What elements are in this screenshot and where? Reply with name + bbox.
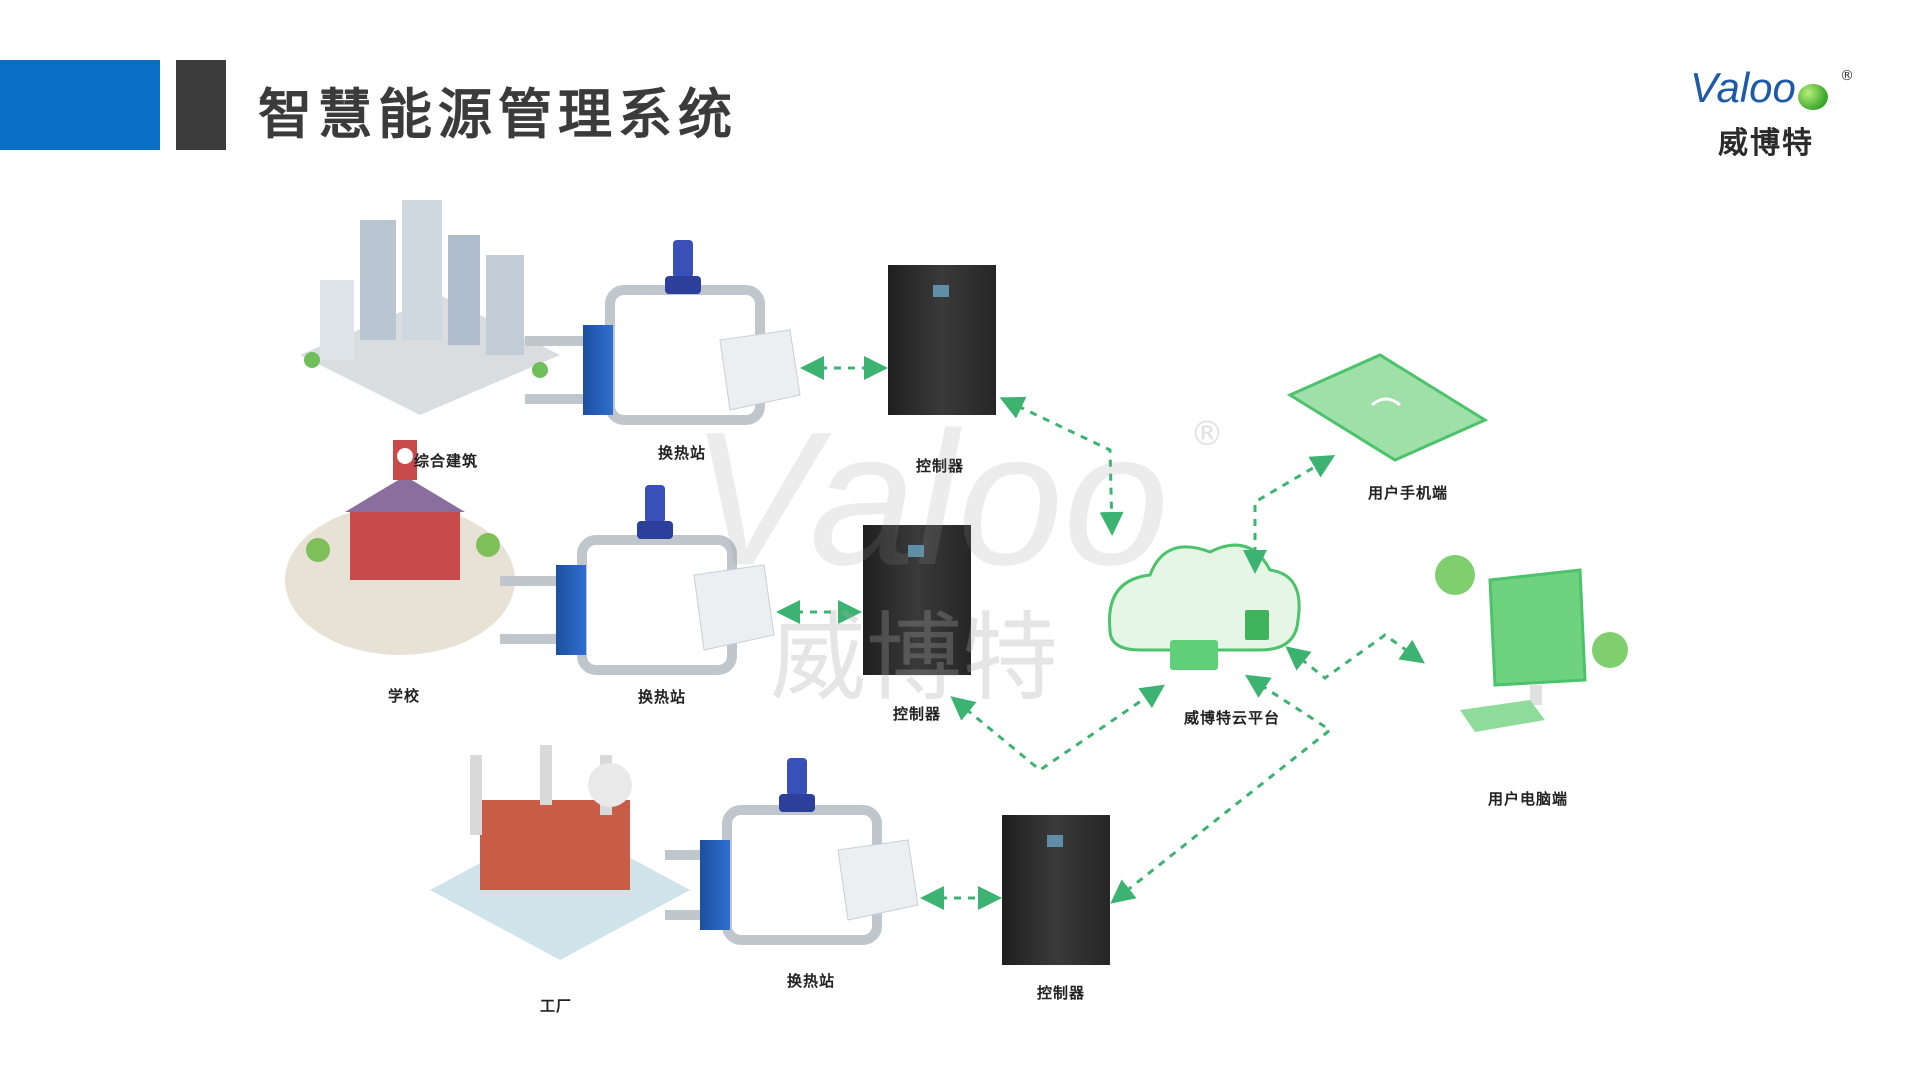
logo-wordmark: Valoo [1690, 64, 1796, 111]
logo-chinese-name: 威博特 [1718, 126, 1814, 161]
diagram-canvas [285, 200, 1628, 965]
plate-heat-exchanger [583, 325, 613, 415]
link-controller3-cloud [1110, 674, 1333, 904]
heat-exchange-loop-2 [500, 485, 775, 675]
link-cloud-pc [1285, 633, 1425, 680]
link-controller1-cloud [999, 396, 1124, 536]
rack-display [1047, 835, 1063, 847]
skyscraper-2 [402, 200, 442, 340]
site-label-factory: 工厂 [540, 997, 573, 1015]
pipe-outlet [500, 634, 560, 644]
monitor-stand [1530, 685, 1542, 705]
pump-motor [673, 240, 693, 278]
watermark-registered-mark: ® [1190, 414, 1224, 454]
pipe-inlet [525, 336, 585, 346]
user-mobile-device [1286, 353, 1489, 462]
pump-body [779, 794, 815, 812]
link-cloud-mobile [1243, 454, 1336, 574]
header-dark-bar [176, 60, 226, 150]
controller-label-3: 控制器 [1037, 984, 1086, 1002]
tree [532, 362, 548, 378]
tree [304, 352, 320, 368]
storage-tank [588, 763, 632, 807]
plant-icon [1435, 555, 1475, 595]
plate-heat-exchanger [556, 565, 586, 655]
watermark-chinese: 威博特 [770, 602, 1058, 714]
watermark-wordmark: Valoo [690, 393, 1169, 605]
controller-2 [863, 525, 971, 675]
user-pc-label: 用户电脑端 [1488, 790, 1569, 808]
cloud-server [1245, 610, 1269, 640]
header-blue-bar [0, 60, 160, 150]
controller-label-2: 控制器 [893, 705, 942, 723]
network-links [950, 396, 1425, 904]
heat-exchange-loop-3 [665, 758, 919, 945]
pump-body [637, 521, 673, 539]
keyboard-icon [1460, 700, 1545, 732]
clock-icon [397, 448, 413, 464]
site-label-school: 学校 [388, 687, 421, 705]
site-label-building: 综合建筑 [414, 452, 479, 470]
chimney [540, 745, 552, 805]
pump-body [665, 276, 701, 294]
energy-system-diagram: 综合建筑 换热站 控制器 学校 换热站 控制器 工厂 换热站 控制器 威博特云平… [0, 180, 1920, 1080]
controller-3 [1002, 815, 1110, 965]
heat-station-unit [693, 564, 775, 651]
wifi-icon [1371, 397, 1401, 407]
school-building [350, 510, 460, 580]
phone-icon [1286, 353, 1489, 462]
heat-station-unit [719, 329, 801, 411]
pipe-inlet [665, 850, 715, 860]
skyscraper-1 [360, 220, 396, 340]
pump-motor [645, 485, 665, 523]
rack-display [908, 545, 924, 557]
plant-icon [1592, 632, 1628, 668]
monitor-icon [1488, 568, 1587, 687]
logo-ball-icon [1798, 84, 1828, 110]
skyscraper-3 [448, 235, 480, 345]
user-pc-device [1435, 555, 1628, 732]
station-label-1: 换热站 [658, 444, 707, 462]
pipe-outlet [525, 394, 585, 404]
station-label-2: 换热站 [638, 688, 687, 706]
cloud-platform-label: 威博特云平台 [1184, 709, 1281, 727]
pump-motor [787, 758, 807, 796]
skyscraper-4 [486, 255, 524, 355]
heat-exchange-loop-1 [525, 240, 801, 425]
low-building [320, 280, 354, 360]
site-building-complex [300, 200, 560, 415]
heat-station-unit [837, 839, 919, 921]
logo-registered-mark: ® [1840, 68, 1854, 84]
controller-label-1: 控制器 [916, 457, 965, 475]
rack-display [933, 285, 949, 297]
school-roof [345, 476, 465, 512]
pipe-outlet [665, 910, 715, 920]
station-label-3: 换热站 [787, 972, 836, 990]
plate-heat-exchanger [700, 840, 730, 930]
tree [476, 533, 500, 557]
site-school [285, 440, 515, 655]
page-title: 智慧能源管理系统 [258, 83, 738, 146]
pipe-inlet [500, 576, 560, 586]
chimney [470, 755, 482, 835]
cloud-device [1170, 640, 1218, 670]
user-mobile-label: 用户手机端 [1368, 484, 1449, 502]
tree [306, 538, 330, 562]
brand-logo: Valoo ® 威博特 [1690, 64, 1870, 164]
controller-1 [888, 265, 996, 415]
site-factory [430, 745, 690, 960]
